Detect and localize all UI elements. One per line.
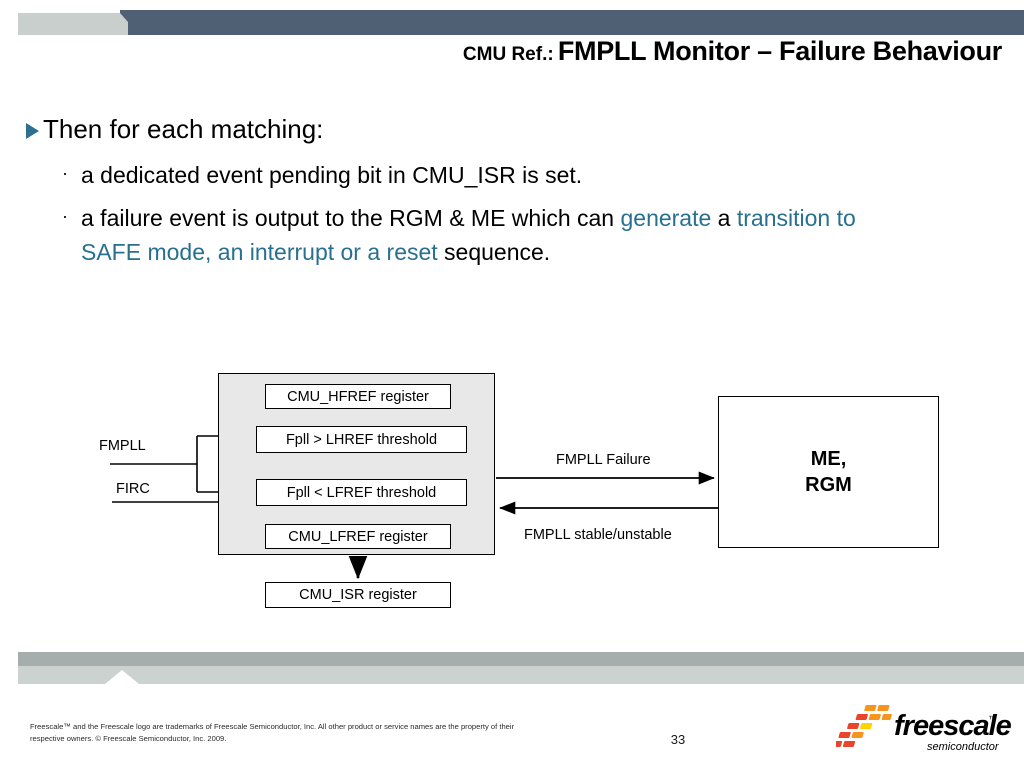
freescale-logo: freescale ™ semiconductor: [829, 704, 1016, 756]
label-arrow-fmpll-failure: FMPLL Failure: [556, 452, 651, 468]
dot-bullet-icon: ·: [62, 206, 68, 226]
box-cmu-lfref-register: CMU_LFREF register: [265, 524, 451, 549]
box-cmu-isr-register: CMU_ISR register: [265, 582, 451, 608]
bullet-item-1: · a dedicated event pending bit in CMU_I…: [62, 158, 582, 192]
footer-bar-light: [18, 666, 1024, 684]
text-segment: a: [711, 205, 737, 231]
trademark-icon: ™: [988, 714, 997, 724]
box-low-threshold-compare: Fpll < LFREF threshold: [256, 479, 467, 506]
bullet-item-2-text: a failure event is output to the RGM & M…: [81, 201, 922, 269]
header-light-tab: [18, 13, 128, 35]
footer-bar-dark: [18, 652, 1024, 666]
accent-text-segment: transition to SAFE mode, an interrupt or…: [81, 205, 856, 265]
freescale-wordmark: freescale: [894, 710, 1012, 742]
text-segment: a failure event is output to the RGM & M…: [81, 205, 621, 231]
bullet-item-1-text: a dedicated event pending bit in CMU_ISR…: [81, 162, 583, 188]
box-cmu-hfref-register: CMU_HFREF register: [265, 384, 451, 409]
freescale-diamonds-icon: [829, 705, 892, 747]
box-high-threshold-compare: Fpll > LHREF threshold: [256, 426, 467, 453]
label-input-fmpll: FMPLL: [99, 438, 146, 454]
bullet-level1: Then for each matching:: [26, 114, 323, 145]
bullet-level1-text: Then for each matching:: [43, 114, 324, 144]
header-dark-bar: [120, 10, 1024, 35]
footer-notch-icon: [105, 670, 139, 684]
label-input-firc: FIRC: [116, 481, 150, 497]
triangle-bullet-icon: [26, 123, 39, 139]
text-segment: sequence.: [437, 239, 551, 265]
title-prefix: CMU Ref.:: [462, 44, 554, 65]
header-band: [0, 10, 1024, 35]
me-rgm-line2: RGM: [805, 474, 852, 496]
box-me-rgm: ME, RGM: [718, 396, 939, 548]
bullet-item-2: · a failure event is output to the RGM &…: [62, 201, 922, 269]
title-main: FMPLL Monitor – Failure Behaviour: [557, 36, 1002, 66]
me-rgm-line1: ME,: [810, 448, 847, 470]
page-number: 33: [670, 732, 686, 747]
label-arrow-fmpll-stable: FMPLL stable/unstable: [524, 527, 672, 543]
freescale-tagline: semiconductor: [927, 741, 999, 753]
page-title: CMU Ref.: FMPLL Monitor – Failure Behavi…: [0, 36, 1002, 67]
dot-bullet-icon: ·: [62, 163, 68, 183]
accent-text-segment: generate: [620, 205, 712, 231]
copyright-text: Freescale™ and the Freescale logo are tr…: [30, 722, 515, 743]
